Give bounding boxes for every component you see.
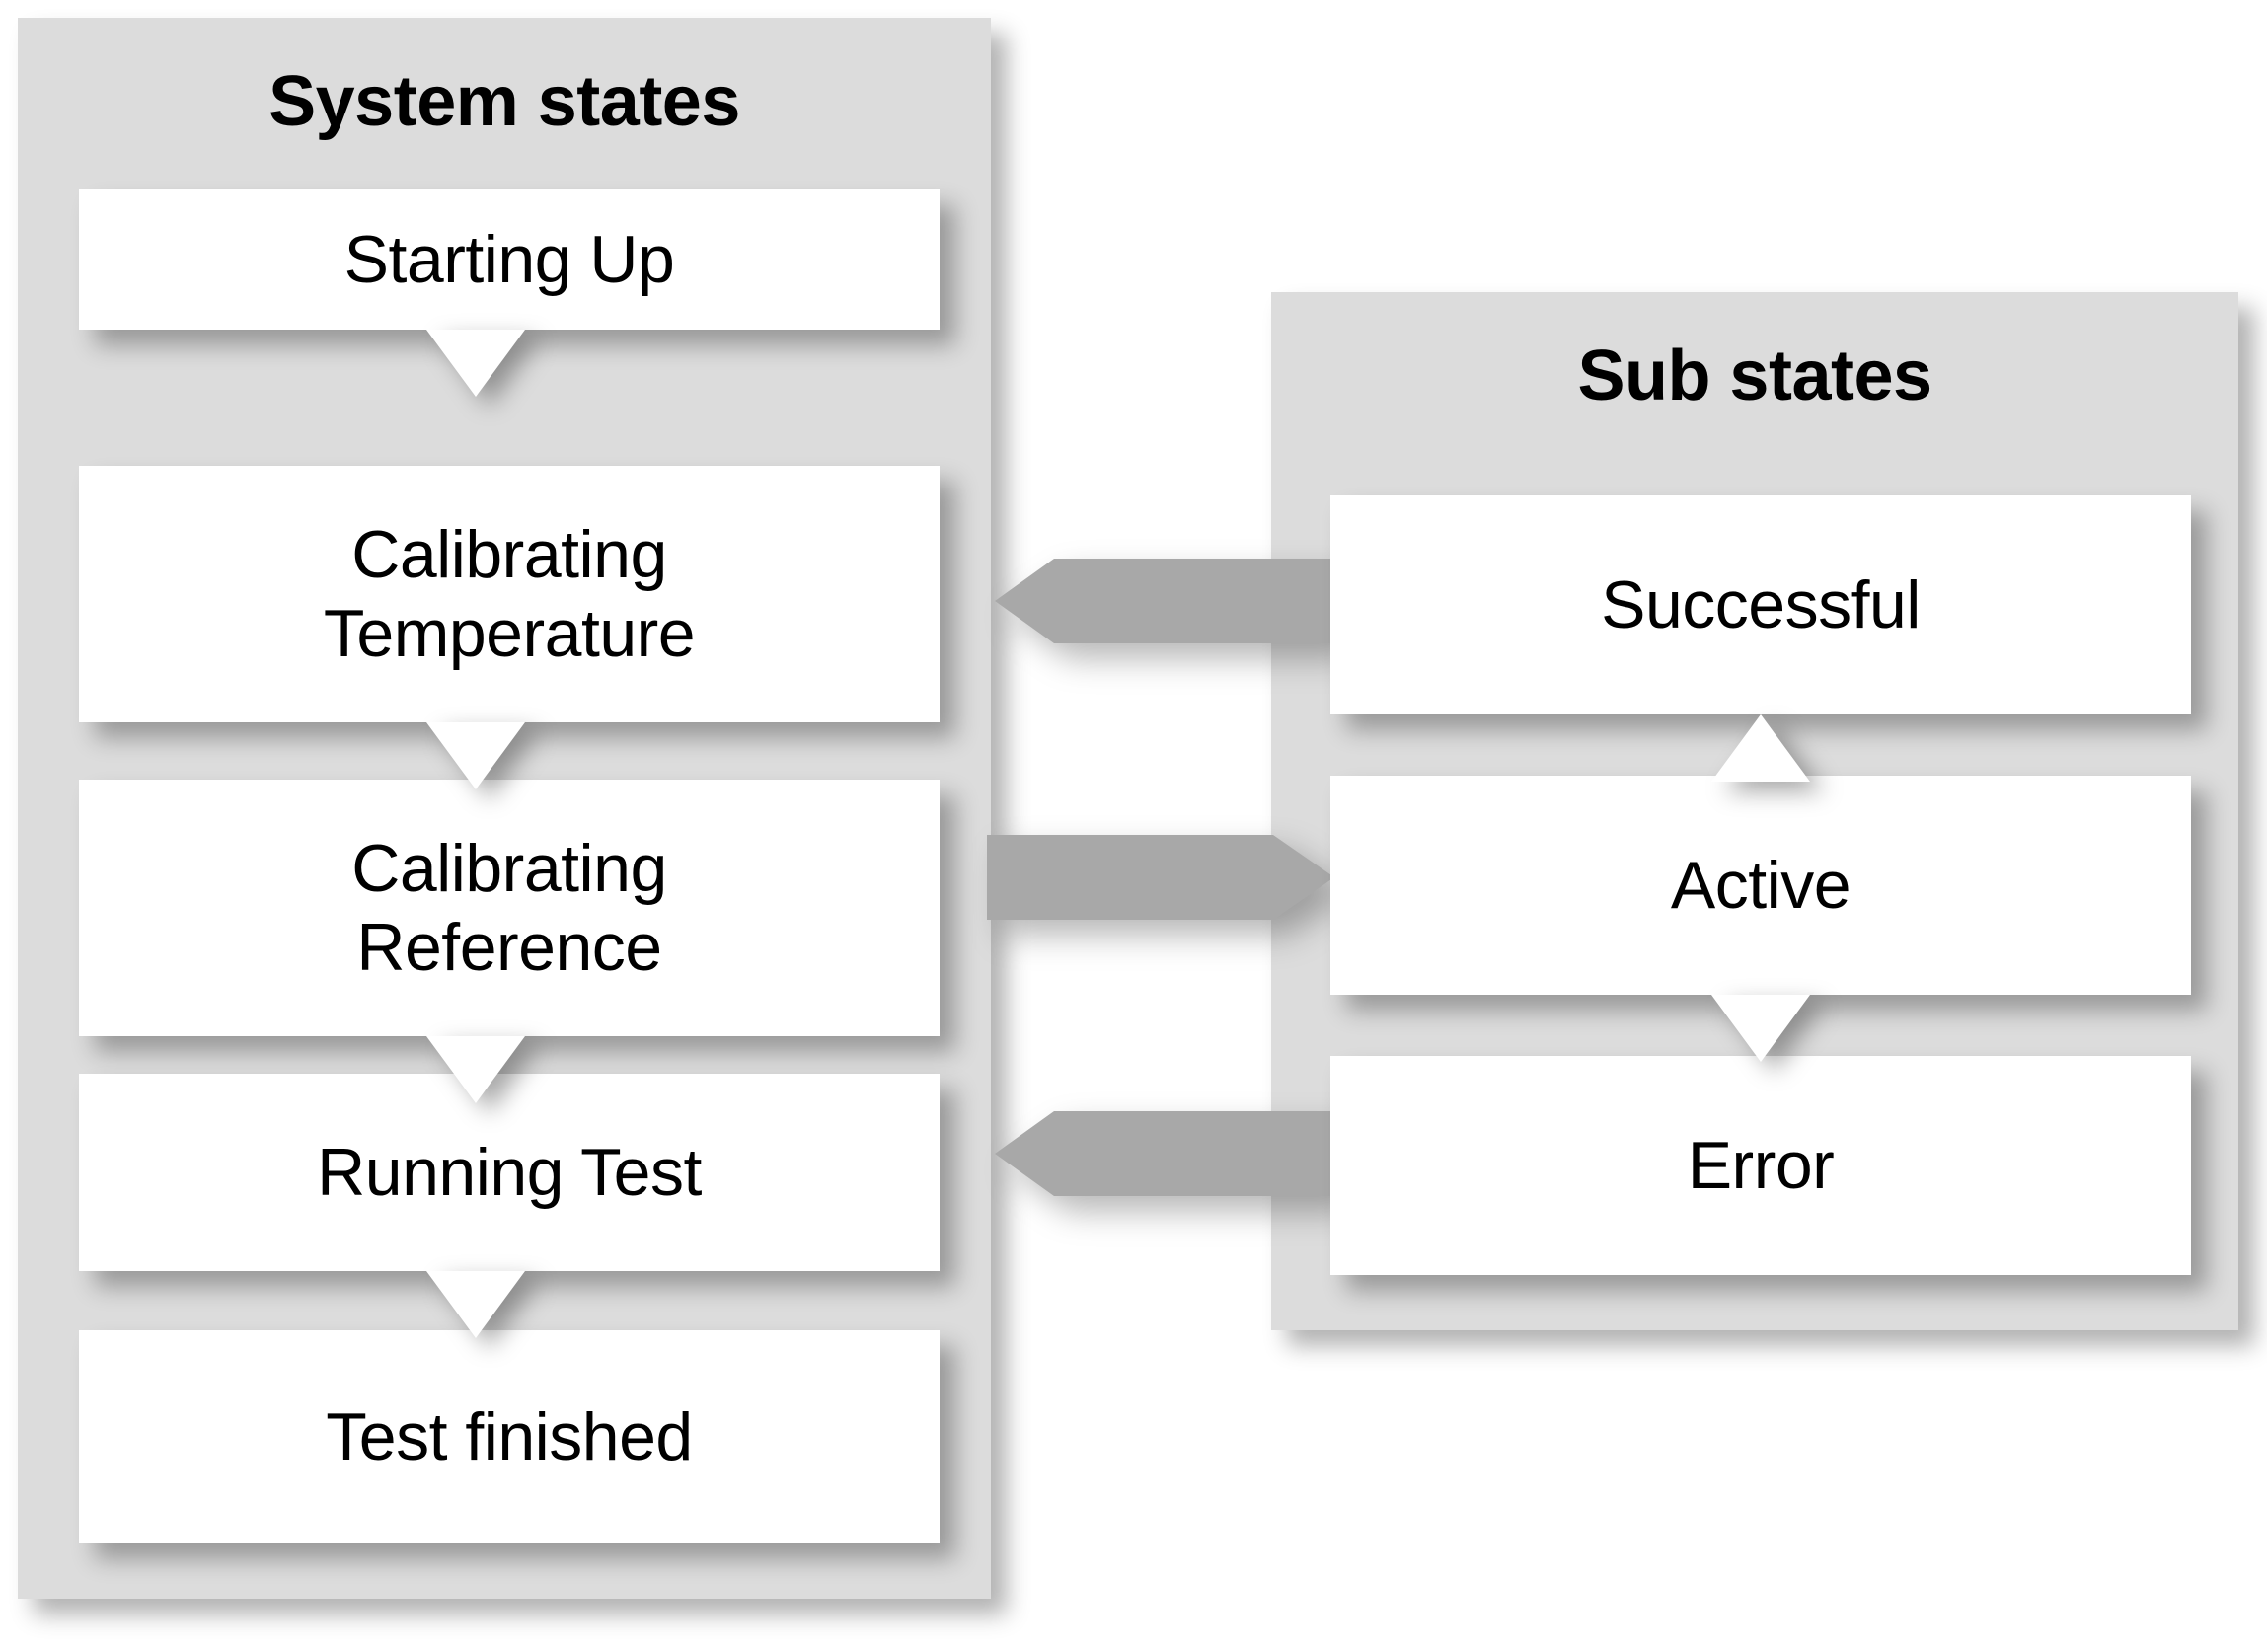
flow-arrow-down-starting-up-to-calibrating-temperature	[426, 330, 525, 397]
cross-arrow-calibrating-reference-to-active	[987, 835, 1334, 920]
flow-arrow-up-active-to-successful	[1711, 714, 1810, 782]
state-label-line-2: Reference	[356, 910, 662, 985]
state-label-line-2: Temperature	[323, 596, 696, 671]
state-label-calibrating-temperature: Calibrating Temperature	[310, 515, 709, 673]
state-label-active: Active	[1670, 847, 1851, 923]
state-label-starting-up: Starting Up	[343, 221, 675, 297]
state-box-starting-up[interactable]: Starting Up	[79, 189, 940, 330]
state-label-calibrating-reference: Calibrating Reference	[338, 829, 681, 987]
cross-arrow-error-to-running-test	[995, 1111, 1336, 1196]
state-label-successful: Successful	[1601, 566, 1921, 642]
flow-arrow-down-active-to-error	[1711, 995, 1810, 1062]
state-box-running-test[interactable]: Running Test	[79, 1074, 940, 1271]
state-label-error: Error	[1687, 1127, 1835, 1203]
state-box-test-finished[interactable]: Test finished	[79, 1330, 940, 1543]
state-label-test-finished: Test finished	[326, 1398, 693, 1474]
flow-arrow-down-calibrating-temperature-to-calibrating-reference	[426, 722, 525, 789]
state-label-running-test: Running Test	[317, 1134, 702, 1210]
cross-arrow-successful-to-calibrating-temperature	[995, 559, 1336, 643]
state-label-line-1: Calibrating	[351, 516, 667, 592]
state-box-successful[interactable]: Successful	[1330, 495, 2191, 714]
state-box-calibrating-reference[interactable]: Calibrating Reference	[79, 780, 940, 1036]
state-box-active[interactable]: Active	[1330, 776, 2191, 995]
flow-arrow-down-running-test-to-test-finished	[426, 1271, 525, 1338]
flow-arrow-down-calibrating-reference-to-running-test	[426, 1036, 525, 1103]
state-box-error[interactable]: Error	[1330, 1056, 2191, 1275]
state-box-calibrating-temperature[interactable]: Calibrating Temperature	[79, 466, 940, 722]
system-states-title: System states	[268, 62, 740, 141]
state-label-line-1: Calibrating	[351, 830, 667, 906]
sub-states-title: Sub states	[1577, 337, 1932, 415]
